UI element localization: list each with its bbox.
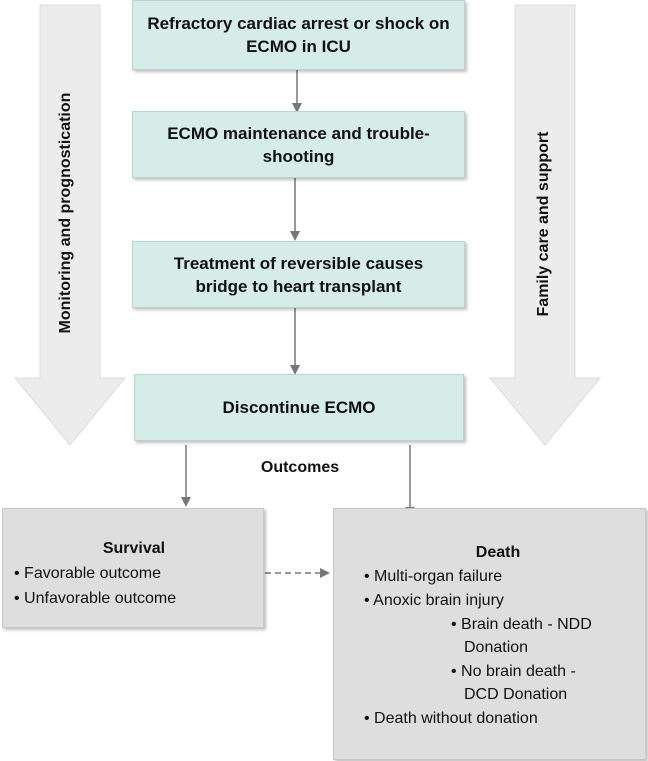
step-refractory-arrest: Refractory cardiac arrest or shock on EC… [132,0,465,70]
survival-item-favorable: • Favorable outcome [14,565,162,582]
survival-title: Survival [102,540,166,557]
monitoring-arrow [13,4,127,446]
step-discontinue-ecmo: Discontinue ECMO [134,374,464,441]
outcomes-label: Outcomes [260,459,340,476]
step-reversible-causes-text: Treatment of reversible causes bridge to… [173,253,424,296]
family-care-arrow [488,4,602,446]
death-subitem-brain-death: • Brain death - NDD [451,616,592,633]
death-item-without-donation: • Death without donation [364,710,538,727]
death-title: Death [475,544,521,561]
monitoring-label: Monitoring and prognostication [57,92,74,334]
death-item-multi-organ: • Multi-organ failure [364,568,503,585]
family-care-label: Family care and support [535,131,552,317]
death-item-anoxic: • Anoxic brain injury [364,592,504,609]
step-discontinue-ecmo-text: Discontinue ECMO [222,398,376,417]
survival-box: Survival • Favorable outcome • Unfavorab… [2,508,264,628]
death-subitem-no-brain-death-cont: DCD Donation [464,686,568,703]
death-box: Death • Multi-organ failure • Anoxic bra… [333,508,646,760]
death-subitem-no-brain-death: • No brain death - [451,663,576,680]
death-subitem-brain-death-cont: Donation [464,639,529,656]
step-refractory-arrest-text: Refractory cardiac arrest or shock on EC… [147,14,450,56]
step-ecmo-maintenance-text: ECMO maintenance and trouble-shooting [167,123,430,166]
step-reversible-causes: Treatment of reversible causes bridge to… [132,241,465,308]
step-ecmo-maintenance: ECMO maintenance and trouble-shooting [132,111,465,178]
survival-item-unfavorable: • Unfavorable outcome [14,590,177,607]
